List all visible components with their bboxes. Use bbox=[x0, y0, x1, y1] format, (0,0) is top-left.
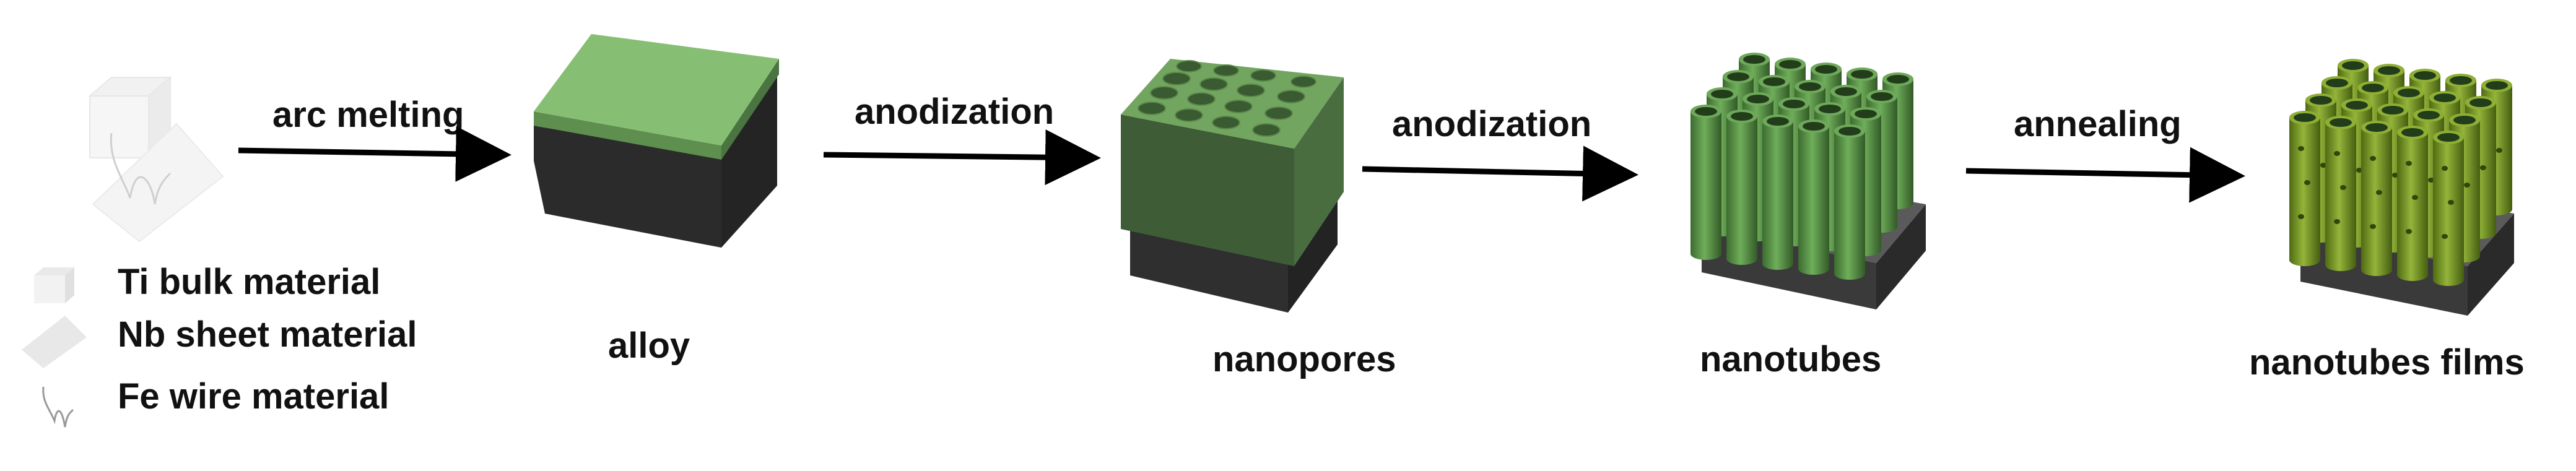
stage-caption-nanotubes: nanotubes bbox=[1700, 339, 1881, 379]
nanotube bbox=[1798, 119, 1829, 275]
arrow-3 bbox=[1362, 145, 1638, 202]
nanotubes-array-icon bbox=[1690, 53, 1926, 309]
nanotube bbox=[2325, 116, 2356, 271]
legend-label-nb: Nb sheet material bbox=[118, 314, 417, 355]
pore-array bbox=[1138, 60, 1316, 137]
nanotube bbox=[1690, 105, 1721, 260]
film-tube-group bbox=[2289, 59, 2512, 286]
legend-label-fe: Fe wire material bbox=[118, 376, 389, 417]
step-label-anodization-1: anodization bbox=[855, 92, 1054, 132]
annealing-step: annealing bbox=[1965, 104, 2245, 203]
stage-caption-alloy: alloy bbox=[608, 326, 690, 366]
nanotube bbox=[1762, 115, 1793, 270]
nb-sheet-icon bbox=[22, 316, 87, 368]
anodization-step-1: anodization bbox=[823, 92, 1101, 186]
legend-label-ti: Ti bulk material bbox=[118, 262, 380, 302]
arrow-1 bbox=[238, 126, 511, 182]
raw-materials-icon bbox=[88, 76, 224, 243]
arrow-4 bbox=[1965, 147, 2245, 203]
legend-item-nb: Nb sheet material bbox=[22, 314, 417, 368]
nanotube bbox=[1834, 124, 1865, 280]
nanotube bbox=[2433, 131, 2464, 286]
step-label-anodization-2: anodization bbox=[1392, 104, 1591, 144]
legend: Ti bulk material Nb sheet material Fe wi… bbox=[22, 262, 417, 428]
nanotube-films-array-icon bbox=[2289, 59, 2514, 316]
legend-item-ti: Ti bulk material bbox=[34, 262, 380, 303]
nanotube bbox=[2289, 111, 2320, 266]
stage-caption-nanopores: nanopores bbox=[1212, 339, 1396, 379]
arc-melting-step: arc melting bbox=[238, 95, 511, 182]
arrow-2 bbox=[823, 129, 1101, 186]
step-label-arc-melting: arc melting bbox=[272, 95, 464, 135]
legend-item-fe: Fe wire material bbox=[42, 376, 389, 428]
nanotube bbox=[1726, 110, 1757, 265]
alloy-cube-icon bbox=[534, 34, 779, 248]
nanopores-block-icon bbox=[1121, 59, 1344, 313]
fe-wire-icon bbox=[42, 386, 74, 428]
stage-caption-nanotube-films: nanotubes films bbox=[2249, 342, 2525, 382]
tube-group bbox=[1690, 53, 1913, 280]
ti-bulk-cube-icon bbox=[34, 267, 74, 303]
anodization-step-2: anodization bbox=[1362, 104, 1638, 202]
step-label-annealing: annealing bbox=[2014, 104, 2182, 144]
nanotube bbox=[2361, 121, 2392, 276]
nanotube bbox=[2397, 126, 2428, 281]
